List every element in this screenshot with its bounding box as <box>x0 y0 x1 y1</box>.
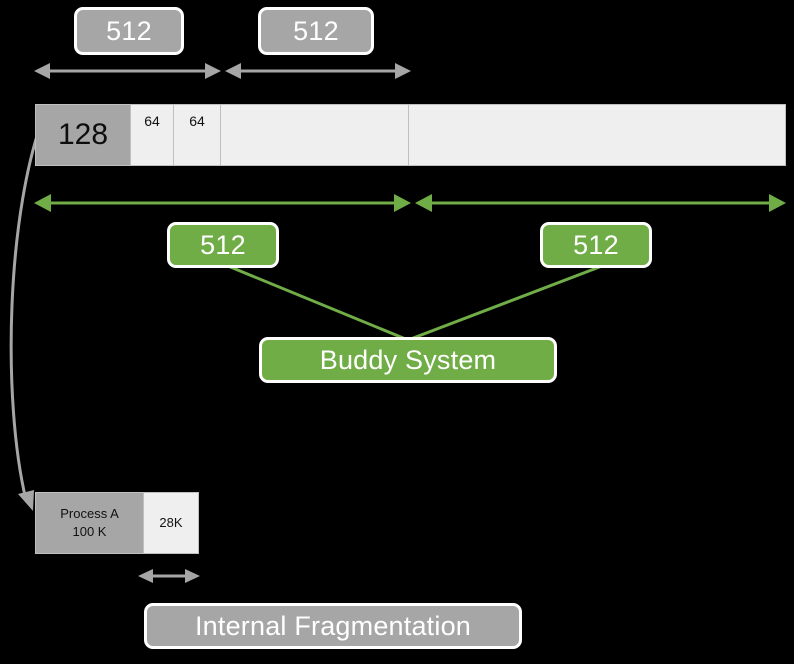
memory-cell-64-a-label: 64 <box>144 113 160 129</box>
connector-right-512-to-buddy <box>407 264 603 342</box>
memory-cell-64-b-label: 64 <box>189 113 205 129</box>
top-right-512-label: 512 <box>258 7 374 55</box>
memory-cell-free-a[interactable] <box>221 105 409 165</box>
memory-cell-128[interactable]: 128 <box>36 105 131 165</box>
process-a-size: 100 K <box>72 524 107 539</box>
process-a-block[interactable]: Process A 100 K <box>36 493 144 553</box>
fragment-28k-block[interactable]: 28K <box>144 493 198 553</box>
mid-right-512-text: 512 <box>573 229 619 260</box>
mid-left-512-label: 512 <box>167 222 279 268</box>
internal-fragmentation-text: Internal Fragmentation <box>194 610 472 641</box>
mid-left-512-text: 512 <box>200 229 246 260</box>
memory-cell-64-b[interactable]: 64 <box>174 105 221 165</box>
internal-fragmentation-label: Internal Fragmentation <box>144 603 522 649</box>
green-dimension-arrow-right <box>415 194 786 212</box>
gray-dimension-arrow-left <box>34 63 221 79</box>
memory-cell-free-b[interactable] <box>409 105 785 165</box>
fragment-28k-label: 28K <box>159 515 183 531</box>
memory-bar: 128 64 64 <box>35 104 786 166</box>
top-right-512-text: 512 <box>293 15 339 46</box>
curved-connector-128-to-process <box>9 109 48 511</box>
memory-cell-64-a[interactable]: 64 <box>131 105 174 165</box>
mid-right-512-label: 512 <box>540 222 652 268</box>
process-memory-bar: Process A 100 K 28K <box>35 492 199 554</box>
gray-dimension-arrow-right <box>225 63 411 79</box>
fragmentation-dimension-arrow <box>138 569 200 583</box>
process-a-name: Process A <box>60 506 119 522</box>
buddy-system-label: Buddy System <box>259 337 557 383</box>
buddy-system-text: Buddy System <box>319 344 497 375</box>
connector-left-512-to-buddy <box>227 264 409 342</box>
top-left-512-text: 512 <box>106 15 152 46</box>
top-left-512-label: 512 <box>74 7 184 55</box>
green-dimension-arrow-left <box>34 194 411 212</box>
memory-cell-128-label: 128 <box>57 118 109 151</box>
